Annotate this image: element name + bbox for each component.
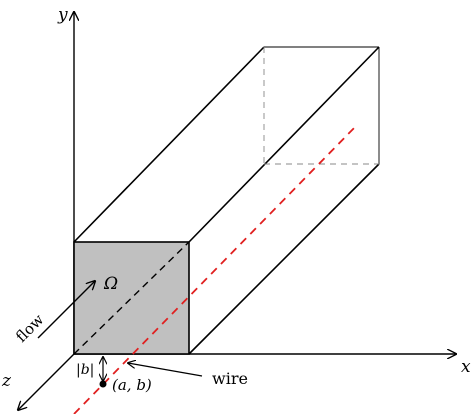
duct-top-left-edge (73, 46, 265, 243)
flow-arrow (37, 281, 95, 339)
wire-point (99, 380, 107, 388)
omega-label: Ω (103, 274, 118, 294)
point-label: (a, b) (112, 376, 152, 394)
wire-line (73, 123, 359, 414)
z-axis (18, 353, 75, 410)
x-axis-label: x (461, 357, 471, 377)
duct-top-right-edge (188, 46, 380, 243)
flow-label: flow (12, 310, 47, 345)
duct-bottom-right-edge (188, 163, 380, 355)
y-axis-label: y (57, 5, 68, 25)
cross-section-diagonal (73, 241, 190, 355)
b-abs-label: |b| (76, 362, 94, 378)
wire-pointer-arrow (128, 363, 203, 377)
wire-label: wire (212, 369, 248, 388)
z-axis-label: z (1, 371, 12, 391)
